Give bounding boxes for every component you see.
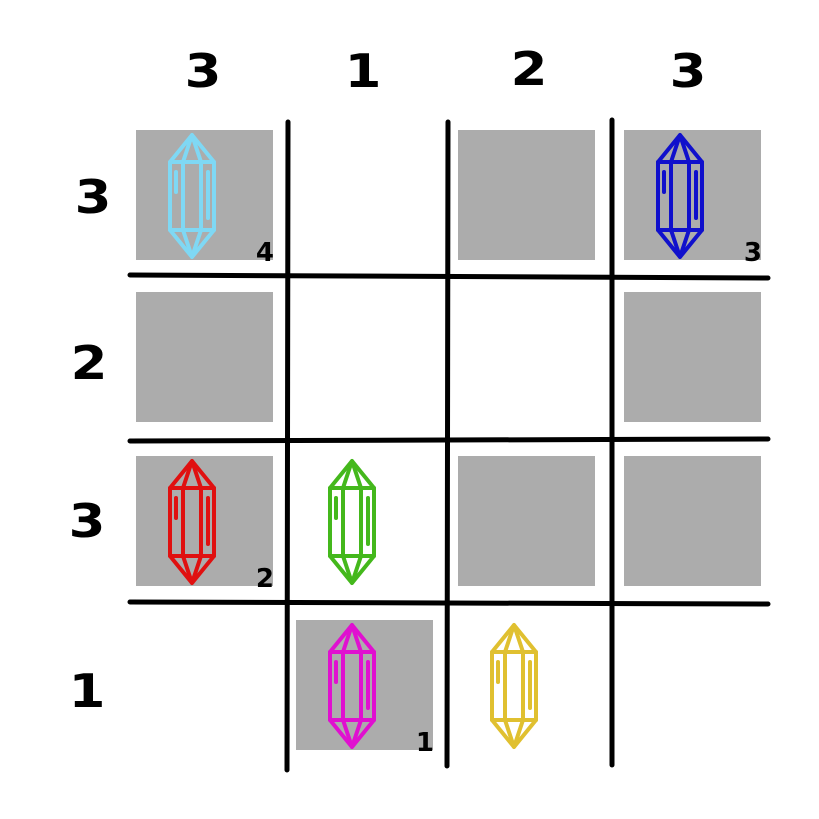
grid-line-v2 (444, 119, 451, 769)
grid-line-v1 (284, 119, 291, 773)
row-clue-4: 1 (68, 664, 106, 718)
row-clue-1: 3 (74, 170, 112, 224)
grid-cell-r3-c4[interactable] (616, 448, 776, 608)
crystal-icon-red (162, 458, 222, 586)
shaded-cell-fill (136, 292, 273, 422)
grid-cell-r3-c1[interactable]: 2 (128, 448, 288, 608)
column-clue-1: 3 (184, 44, 222, 98)
shaded-cell-fill (458, 456, 595, 586)
column-clue-4: 3 (669, 44, 707, 98)
crystal-icon-magenta (322, 622, 382, 750)
crystal-icon-green (322, 458, 382, 586)
shaded-cell-fill (624, 292, 761, 422)
crystal-number: 4 (255, 238, 274, 268)
crystal-icon-gold (484, 622, 544, 750)
crystal-number: 2 (255, 564, 274, 594)
column-clue-2: 1 (344, 44, 382, 98)
grid-line-h3 (127, 599, 771, 607)
column-clue-3: 2 (510, 42, 548, 96)
grid-cell-r2-c4[interactable] (616, 284, 776, 444)
grid-cell-r1-c2[interactable] (288, 122, 448, 282)
crystal-number: 1 (415, 728, 434, 758)
row-clue-3: 3 (68, 494, 106, 548)
grid-cell-r1-c3[interactable] (450, 122, 610, 282)
grid-line-h2 (127, 436, 771, 444)
grid-cell-r4-c2[interactable]: 1 (288, 612, 448, 772)
grid-line-h1 (127, 272, 771, 281)
grid-cell-r4-c4[interactable] (616, 612, 776, 772)
crystal-icon-blue (650, 132, 710, 260)
crystal-icon-light-blue (162, 132, 222, 260)
grid-cell-r3-c2[interactable] (288, 448, 448, 608)
shaded-cell-fill (624, 456, 761, 586)
grid-cell-r3-c3[interactable] (450, 448, 610, 608)
grid-cell-r4-c1[interactable] (128, 612, 288, 772)
grid-cell-r1-c1[interactable]: 4 (128, 122, 288, 282)
shaded-cell-fill (458, 130, 595, 260)
grid-cell-r2-c3[interactable] (450, 284, 610, 444)
grid-cell-r2-c1[interactable] (128, 284, 288, 444)
crystal-number: 3 (743, 238, 762, 268)
grid-cell-r2-c2[interactable] (288, 284, 448, 444)
grid-cell-r1-c4[interactable]: 3 (616, 122, 776, 282)
row-clue-2: 2 (70, 336, 108, 390)
grid-cell-r4-c3[interactable] (450, 612, 610, 772)
